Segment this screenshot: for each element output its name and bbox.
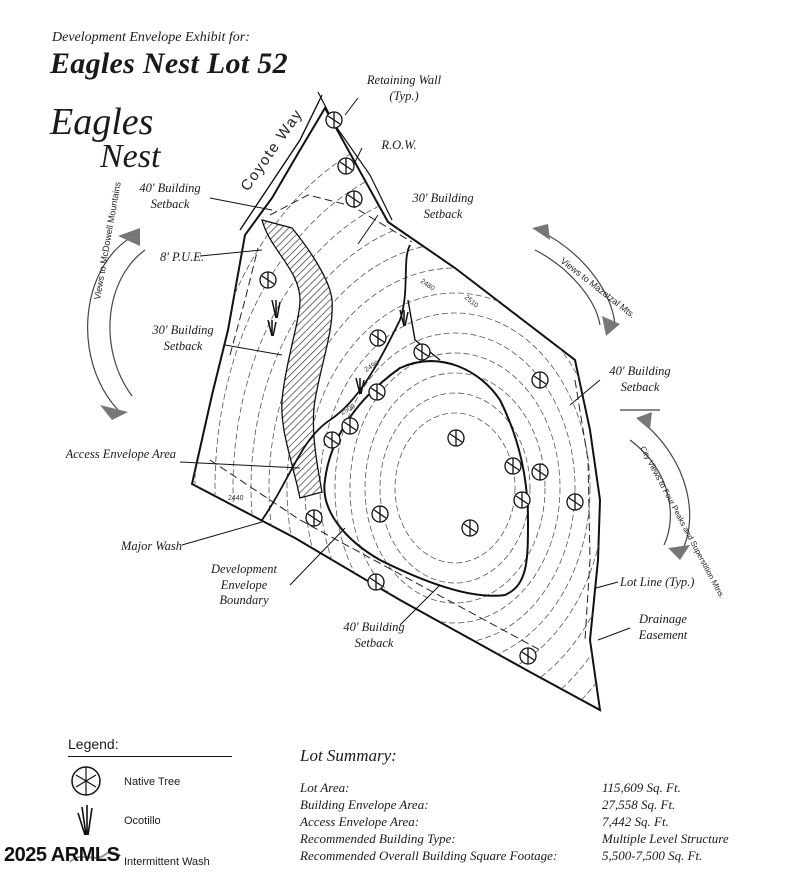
summary-row: Access Envelope Area: 7,442 Sq. Ft. xyxy=(300,814,770,830)
label-setback-40-right: 40' Building Setback xyxy=(609,364,671,394)
label-setback-40-top: 40' Building Setback xyxy=(139,181,201,211)
label-drainage-easement: Drainage Easement xyxy=(638,612,688,642)
tree-icon xyxy=(413,343,431,361)
summary-label: Recommended Overall Building Square Foot… xyxy=(300,848,558,863)
lot-summary-title: Lot Summary: xyxy=(300,746,397,765)
ocotillo-icon xyxy=(77,805,93,836)
tree-icon xyxy=(367,573,385,591)
arrow-up-icon xyxy=(118,228,140,246)
arrow-right-icon xyxy=(602,316,620,336)
armls-watermark: 2025 ARMLS xyxy=(4,844,120,867)
view-text-left: Views to McDowell Mountains xyxy=(92,181,123,301)
tree-icon xyxy=(447,429,465,447)
summary-row: Building Envelope Area: 27,558 Sq. Ft. xyxy=(300,797,770,813)
summary-value: 27,558 Sq. Ft. xyxy=(602,797,676,812)
tree-icon xyxy=(341,417,359,435)
tree-icon xyxy=(504,457,522,475)
tree-icon xyxy=(566,493,584,511)
label-setback-30-left: 30' Building Setback xyxy=(152,323,214,353)
view-arc-top-right xyxy=(537,229,616,326)
development-envelope-boundary xyxy=(323,360,530,597)
native-trees xyxy=(259,111,584,665)
tree-icon xyxy=(371,505,389,523)
tree-icon xyxy=(368,383,386,401)
contour-label: 2480 xyxy=(419,278,436,293)
label-development-envelope: Development Envelope Boundary xyxy=(211,562,277,608)
summary-label: Access Envelope Area: xyxy=(300,814,420,829)
label-setback-40-bottom: 40' Building Setback xyxy=(343,620,405,650)
logo-word-2: Nest xyxy=(100,138,161,175)
arrow-left-icon xyxy=(636,412,652,430)
lot-boundary xyxy=(190,105,602,712)
tree-icon xyxy=(325,111,343,129)
tree-icon xyxy=(369,329,387,347)
tree-icon xyxy=(337,157,355,175)
label-lot-line: Lot Line (Typ.) xyxy=(620,575,695,589)
view-arc-left xyxy=(87,237,131,411)
tree-icon xyxy=(345,190,363,208)
svg-text:Views to McDowell Mountains: Views to McDowell Mountains xyxy=(92,181,123,301)
access-envelope-area xyxy=(261,219,333,499)
contour-label: 2510 xyxy=(463,294,480,309)
logo-word-1: Eagles xyxy=(50,101,154,143)
ocotillo-icon xyxy=(271,299,281,319)
tree-icon xyxy=(519,647,537,665)
label-setback-30-top: 30' Building Setback xyxy=(412,191,474,221)
exhibit-title: Eagles Nest Lot 52 xyxy=(50,47,288,80)
ocotillo-icon xyxy=(267,319,277,337)
eagles-nest-logo: Eagles Nest xyxy=(48,100,198,180)
summary-label: Recommended Building Type: xyxy=(300,831,456,846)
summary-value: 5,500-7,500 Sq. Ft. xyxy=(602,848,703,863)
legend-item-ocotillo: Ocotillo xyxy=(124,815,161,827)
ocotillo-icon xyxy=(399,309,409,327)
label-major-wash: Major Wash xyxy=(120,539,182,553)
legend-item-native-tree: Native Tree xyxy=(124,776,181,788)
label-retaining-wall: Retaining Wall (Typ.) xyxy=(366,73,442,103)
legend-item-intermittent-wash: Intermittent Wash xyxy=(124,856,210,868)
coyote-way-edge xyxy=(239,94,323,231)
summary-row: Recommended Building Type: Multiple Leve… xyxy=(300,831,770,847)
tree-icon xyxy=(323,431,341,449)
setback-lines xyxy=(209,194,591,651)
legend-title: Legend: xyxy=(68,736,119,752)
svg-text:2500: 2500 xyxy=(340,403,357,417)
summary-row: Lot Area: 115,609 Sq. Ft. xyxy=(300,780,770,796)
arrow-left-icon xyxy=(532,224,550,240)
tree-icon xyxy=(531,463,549,481)
view-text-top-right: Views to Mazatzal Mts. xyxy=(559,256,638,320)
summary-value: 115,609 Sq. Ft. xyxy=(602,780,681,795)
label-access-envelope: Access Envelope Area xyxy=(65,447,176,461)
summary-row: Recommended Overall Building Square Foot… xyxy=(300,848,770,864)
leader-lines xyxy=(179,97,660,641)
arrow-right-icon xyxy=(668,545,690,560)
tree-icon xyxy=(71,766,101,796)
label-row: R.O.W. xyxy=(381,138,417,152)
view-arrowheads xyxy=(100,224,690,560)
tree-icon xyxy=(531,371,549,389)
label-pue: 8' P.U.E. xyxy=(159,250,205,264)
summary-value: 7,442 Sq. Ft. xyxy=(602,814,669,829)
arrow-down-icon xyxy=(100,405,128,420)
legend-divider xyxy=(68,756,232,757)
contour-label: 2440 xyxy=(228,495,244,502)
svg-text:Views to Mazatzal Mts.: Views to Mazatzal Mts. xyxy=(559,256,638,320)
summary-label: Building Envelope Area: xyxy=(300,797,429,812)
svg-text:2440: 2440 xyxy=(228,495,244,502)
summary-label: Lot Area: xyxy=(300,780,350,795)
view-arcs xyxy=(87,229,691,556)
ocotillos xyxy=(267,299,409,395)
tree-icon xyxy=(259,271,277,289)
tree-icon xyxy=(305,509,323,527)
exhibit-subtitle: Development Envelope Exhibit for: xyxy=(52,30,250,45)
tree-icon xyxy=(461,519,479,537)
view-arc-right xyxy=(639,419,691,556)
svg-text:2480: 2480 xyxy=(419,278,436,293)
tree-icon xyxy=(513,491,531,509)
contour-label: 2500 xyxy=(340,403,357,417)
summary-value: Multiple Level Structure xyxy=(602,831,729,846)
ocotillo-icon xyxy=(355,377,365,395)
svg-text:2510: 2510 xyxy=(463,294,480,309)
